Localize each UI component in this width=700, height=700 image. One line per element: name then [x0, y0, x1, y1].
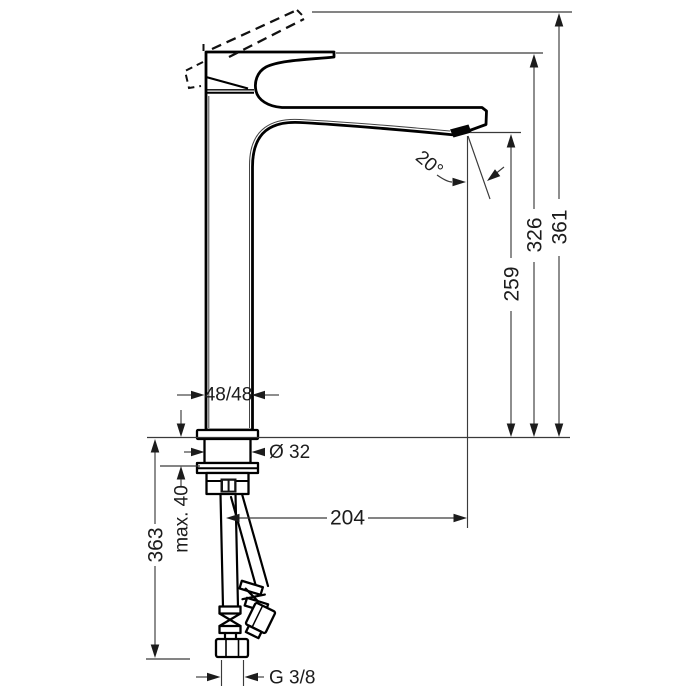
hose-left-edge [219, 492, 225, 609]
handle-underside-slant [205, 75, 249, 90]
dimension-outlet-angle: 20° [411, 135, 505, 200]
angled-hose-crimp-upper [238, 579, 265, 596]
raised-lever-tip [296, 9, 306, 19]
dim-label-total-height: 361 [549, 209, 572, 244]
angle-leader [436, 174, 453, 183]
dimension-handle-height: 326 [524, 54, 547, 437]
angled-nut-facet [251, 605, 264, 628]
clamp-slot-left [223, 480, 228, 491]
supply-hoses [214, 492, 277, 659]
dim-label-handle-height: 326 [524, 217, 547, 252]
raised-lever-top-line [211, 8, 298, 51]
dimension-reach: 204 [226, 136, 469, 530]
dimension-hose-length: 363 [145, 439, 168, 658]
faucet-silhouette [204, 50, 488, 432]
threaded-shank [203, 437, 252, 465]
dimension-max-mount: max. 40 [172, 410, 193, 553]
dimension-total-height: 361 [549, 13, 572, 437]
dimension-thread: G 3/8 [196, 668, 315, 689]
dim-label-thread: G 3/8 [269, 668, 315, 689]
handle-raised-dashed [183, 8, 306, 90]
dim-label-shank-diameter: Ø 32 [269, 442, 310, 463]
raised-lever-bottom-line [228, 17, 305, 59]
faucet-body [204, 50, 488, 432]
dimension-base-size: 48/48 [177, 385, 279, 406]
dim-label-outlet-height: 259 [501, 266, 524, 301]
hose-braid-2 [218, 612, 242, 628]
dimension-shank-diameter: Ø 32 [184, 442, 310, 463]
clamp-slot-right [229, 480, 235, 491]
raised-lever-heel-outline [183, 61, 204, 90]
dim-label-outlet-angle: 20° [411, 147, 447, 182]
spout-inner-edge [249, 118, 451, 428]
angled-nut-cap [244, 624, 263, 640]
angle-reference-line [467, 135, 491, 200]
aerator-outlet [450, 124, 472, 138]
dim-label-reach: 204 [330, 507, 365, 530]
mounting-hardware [195, 428, 260, 496]
angled-hose-left-edge [229, 495, 259, 592]
connection-nut [214, 637, 250, 659]
dimension-outlet-height: 259 [501, 134, 524, 437]
hose-crimp-lower [218, 624, 242, 635]
dim-label-hose-length: 363 [145, 527, 168, 562]
dim-label-base-size: 48/48 [205, 385, 253, 406]
hose-crimp-upper [218, 605, 242, 615]
angled-hose-right-edge [240, 492, 270, 588]
dim-label-max-mount: max. 40 [172, 485, 193, 553]
